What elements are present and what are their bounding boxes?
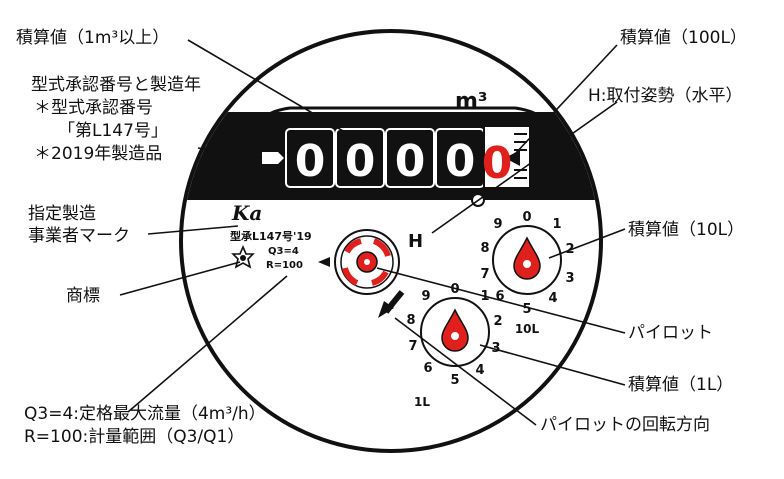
approval-code: 型承L147号'19 xyxy=(230,229,312,243)
label-q3: Q3=4:定格最大流量（4m³/h） xyxy=(24,404,266,424)
label-pilot-rotation: パイロットの回転方向 xyxy=(540,415,710,435)
pilot-wheel xyxy=(318,229,400,295)
label-r: R=100:計量範囲（Q3/Q1） xyxy=(24,427,245,447)
dial10-n4: 4 xyxy=(548,291,557,306)
dial1-n8: 8 xyxy=(406,313,415,328)
label-total-10L: 積算値（10L） xyxy=(628,220,745,240)
band-pointer xyxy=(262,152,284,164)
dial-10L-label: 10L xyxy=(515,322,540,336)
dial-10L: 0 1 2 3 4 5 6 7 8 9 10L xyxy=(480,210,574,336)
h-mark: H xyxy=(408,231,423,252)
dial10-n6: 6 xyxy=(495,289,504,304)
dial10-n8: 8 xyxy=(480,241,489,256)
red-digit: 0 xyxy=(482,138,513,189)
dial1-n0: 0 xyxy=(450,282,459,297)
label-maker-2: 事業者マーク xyxy=(28,226,130,246)
leader-lines xyxy=(119,39,626,426)
r-mark: R=100 xyxy=(266,260,303,271)
dial1-n3: 3 xyxy=(491,341,500,356)
label-orientation: H:取付姿勢（水平） xyxy=(588,86,743,106)
label-total-1L: 積算値（1L） xyxy=(628,375,734,395)
digit-wheels xyxy=(285,125,531,189)
dial10-n0: 0 xyxy=(522,210,531,225)
dial1-n6: 6 xyxy=(423,361,432,376)
label-model-year: 型式承認番号と製造年 xyxy=(31,75,201,95)
dial10-n1: 1 xyxy=(552,217,561,232)
trademark-star-icon xyxy=(231,244,255,269)
dial-1L-label: 1L xyxy=(414,395,430,409)
label-maker-1: 指定製造 xyxy=(28,204,96,224)
label-model-approval: ＊型式承認番号 xyxy=(34,98,153,118)
digit-1: 0 xyxy=(295,136,326,187)
label-total-1m3: 積算値（1m³以上） xyxy=(16,28,170,48)
dial10-n5: 5 xyxy=(522,302,531,317)
dial10-n7: 7 xyxy=(480,267,489,282)
dial10-n3: 3 xyxy=(565,271,574,286)
label-trademark: 商標 xyxy=(66,286,100,306)
dial1-n4: 4 xyxy=(475,363,484,378)
label-model-code: 「第L147号」 xyxy=(58,121,168,141)
digit-3: 0 xyxy=(395,136,426,187)
label-model-year-made: ＊2019年製造品 xyxy=(34,144,163,164)
q3-mark: Q3=4 xyxy=(268,246,299,257)
dial1-n7: 7 xyxy=(408,339,417,354)
label-total-100L: 積算値（100L） xyxy=(620,28,747,48)
dial1-n2: 2 xyxy=(493,314,502,329)
brand-mark: Ka xyxy=(231,201,262,225)
dial10-n9: 9 xyxy=(493,217,502,232)
dial1-n9: 9 xyxy=(421,289,430,304)
dial1-n5: 5 xyxy=(450,373,459,388)
digit-2: 0 xyxy=(345,136,376,187)
digit-4: 0 xyxy=(445,136,476,187)
label-pilot: パイロット xyxy=(628,323,713,343)
unit-label: m³ xyxy=(455,89,488,114)
